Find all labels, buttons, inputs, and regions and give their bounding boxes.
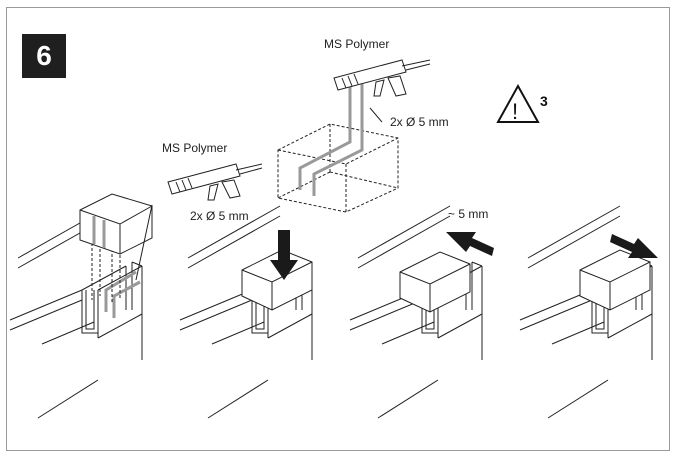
caulking-gun-icon xyxy=(167,163,263,201)
arrow-down-right-icon xyxy=(610,234,658,258)
panel-apply-adhesive: MS Polymer 2x Ø 5 mm xyxy=(9,141,263,419)
bead-label-top: 2x Ø 5 mm xyxy=(390,115,449,129)
panel-shift-back: ~ 5 mm xyxy=(349,205,494,419)
material-label-left: MS Polymer xyxy=(162,141,227,155)
shift-label: ~ 5 mm xyxy=(448,207,488,221)
step-number-badge: 6 xyxy=(22,34,66,78)
material-label-top: MS Polymer xyxy=(324,37,389,51)
arrow-down-icon xyxy=(270,230,298,280)
caulking-gun-icon xyxy=(333,59,431,97)
panel-press-down xyxy=(179,205,313,419)
warning-symbol: ! xyxy=(512,99,518,124)
adhesive-pattern-box: MS Polymer 2x Ø 5 mm xyxy=(277,37,449,213)
panel-shift-forward xyxy=(519,205,658,419)
arrow-up-left-icon xyxy=(446,232,494,256)
bead-label-left: 2x Ø 5 mm xyxy=(190,209,249,223)
adhesive-block xyxy=(79,193,153,255)
warning-ref-number: 3 xyxy=(540,93,548,109)
warning-triangle-icon: ! 3 xyxy=(496,83,548,124)
